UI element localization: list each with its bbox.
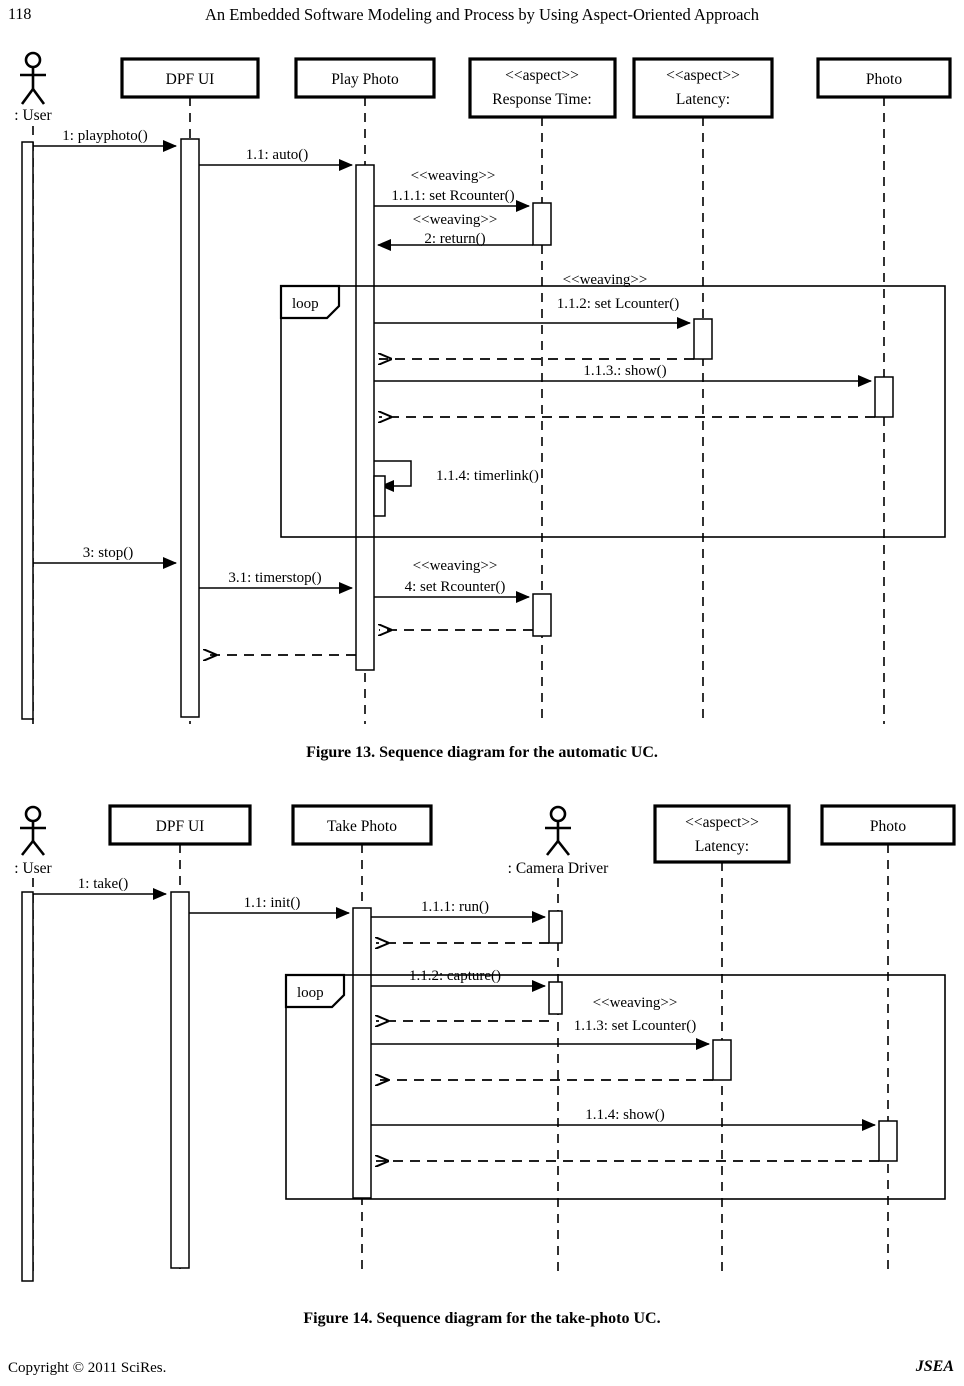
message-stereotype-1-1-3: <<weaving>> xyxy=(593,995,678,1011)
participant-label-user-2: : User xyxy=(14,860,52,877)
message-1-take: 1: take() xyxy=(33,876,167,900)
message-1-1-init: 1.1: init() xyxy=(189,895,350,919)
message-stereotype-1-1-2: <<weaving>> xyxy=(563,272,648,288)
participant-photo-2: Photo xyxy=(820,804,956,1276)
participant-label-dpf-ui: DPF UI xyxy=(166,71,215,88)
message-1-playphoto: 1: playphoto() xyxy=(33,128,177,152)
message-1-1-4-timerlink: 1.1.4: timerlink() xyxy=(373,460,539,517)
activation-camera-driver-1 xyxy=(548,910,563,944)
message-1-1-4-show: 1.1.4: show() xyxy=(371,1107,876,1131)
message-label-1-1-3-set-lcounter: 1.1.3: set Lcounter() xyxy=(574,1018,696,1034)
message-1-1-1-set-rcounter: <<weaving>> 1.1.1: set Rcounter() xyxy=(374,168,530,212)
message-label-1-playphoto: 1: playphoto() xyxy=(62,128,147,144)
participant-label-dpf-ui-2: DPF UI xyxy=(156,818,205,835)
participant-label-user: : User xyxy=(14,107,52,124)
activation-response-time-1 xyxy=(532,202,552,246)
participant-stereotype-response-time: <<aspect>> xyxy=(505,67,579,84)
participant-label-photo: Photo xyxy=(866,71,902,88)
running-title: An Embedded Software Modeling and Proces… xyxy=(204,5,759,24)
figure-13-caption: Figure 13. Sequence diagram for the auto… xyxy=(306,744,658,761)
message-1-1-2-capture: 1.1.2: capture() xyxy=(371,968,546,992)
participant-label-photo-2: Photo xyxy=(870,818,906,835)
figure-13-sequence-diagram: : User DPF UI Play Photo <<aspect>> Resp… xyxy=(0,34,964,734)
participant-stereotype-latency: <<aspect>> xyxy=(666,67,740,84)
message-label-1-1-4-timerlink: 1.1.4: timerlink() xyxy=(436,468,539,484)
participant-camera-driver: : Camera Driver xyxy=(508,805,610,1276)
participant-label-take-photo: Take Photo xyxy=(327,818,397,835)
message-label-4-set-rcounter: 4: set Rcounter() xyxy=(405,579,506,595)
running-head: 118 An Embedded Software Modeling and Pr… xyxy=(0,4,964,28)
message-stereotype-2-return: <<weaving>> xyxy=(413,212,498,228)
message-stereotype-4-set-rcounter: <<weaving>> xyxy=(413,558,498,574)
message-2-return: <<weaving>> 2: return() xyxy=(377,212,533,251)
message-label-1-1-2-capture: 1.1.2: capture() xyxy=(409,968,501,984)
message-1-1-auto: 1.1: auto() xyxy=(199,147,353,171)
participant-stereotype-latency-2: <<aspect>> xyxy=(685,814,759,831)
message-3-stop: 3: stop() xyxy=(33,545,177,569)
figure-14-sequence-diagram: : User DPF UI Take Photo : Camera Driver xyxy=(0,796,964,1286)
message-label-1-take: 1: take() xyxy=(78,876,128,892)
activation-play-photo xyxy=(355,164,375,671)
participant-label-play-photo: Play Photo xyxy=(331,71,399,88)
activation-user-2 xyxy=(21,891,34,1282)
activation-take-photo xyxy=(352,907,372,1199)
message-label-1-1-auto: 1.1: auto() xyxy=(246,147,308,163)
message-label-1-1-1-run: 1.1.1: run() xyxy=(421,899,489,915)
message-4-set-rcounter: <<weaving>> 4: set Rcounter() xyxy=(374,558,530,603)
participant-take-photo: Take Photo xyxy=(291,804,433,1276)
loop-combined-fragment-2: loop xyxy=(284,973,946,1200)
loop-label-2: loop xyxy=(297,985,324,1001)
participant-label-latency-2: Latency: xyxy=(695,838,749,855)
participant-photo: Photo xyxy=(816,57,952,724)
message-label-1-1-3-show: 1.1.3.: show() xyxy=(583,363,666,379)
message-label-1-1-1-set-rcounter: 1.1.1: set Rcounter() xyxy=(391,188,514,204)
activation-camera-driver-2 xyxy=(548,981,563,1015)
message-label-2-return: 2: return() xyxy=(424,231,485,247)
activation-dpf-ui-2 xyxy=(170,891,190,1269)
message-label-3-stop: 3: stop() xyxy=(83,545,133,561)
participant-label-camera-driver: : Camera Driver xyxy=(508,860,610,877)
activation-response-time-2 xyxy=(532,593,552,637)
message-3-1-timerstop: 3.1: timerstop() xyxy=(199,570,353,594)
page-number: 118 xyxy=(8,6,32,23)
message-label-3-1-timerstop: 3.1: timerstop() xyxy=(228,570,321,586)
activation-user xyxy=(21,141,34,720)
participant-label-response-time: Response Time: xyxy=(492,91,591,108)
message-label-1-1-2-set-lcounter: 1.1.2: set Lcounter() xyxy=(557,296,679,312)
message-label-1-1-4-show: 1.1.4: show() xyxy=(585,1107,665,1123)
participant-latency-aspect: <<aspect>> Latency: xyxy=(632,57,774,724)
footer-copyright: Copyright © 2011 SciRes. xyxy=(8,1360,167,1376)
message-stereotype-1-1-1: <<weaving>> xyxy=(411,168,496,184)
message-1-1-3-set-lcounter: <<weaving>> 1.1.3: set Lcounter() xyxy=(371,995,710,1050)
activation-dpf-ui xyxy=(180,138,200,718)
participant-latency-aspect-2: <<aspect>> Latency: xyxy=(653,804,791,1276)
message-1-1-3-show: 1.1.3.: show() xyxy=(374,363,872,387)
activation-photo xyxy=(874,376,894,418)
participant-label-latency: Latency: xyxy=(676,91,730,108)
message-1-1-2-set-lcounter: <<weaving>> 1.1.2: set Lcounter() xyxy=(374,272,691,329)
activation-latency-2 xyxy=(712,1039,732,1081)
figure-14-caption: Figure 14. Sequence diagram for the take… xyxy=(303,1310,661,1327)
activation-latency xyxy=(693,318,713,360)
loop-combined-fragment: loop xyxy=(279,284,946,538)
message-1-1-1-run: 1.1.1: run() xyxy=(371,899,546,923)
message-label-1-1-init: 1.1: init() xyxy=(244,895,301,911)
footer-journal: JSEA xyxy=(915,1358,954,1375)
loop-label: loop xyxy=(292,296,319,312)
activation-photo-2 xyxy=(878,1120,898,1162)
